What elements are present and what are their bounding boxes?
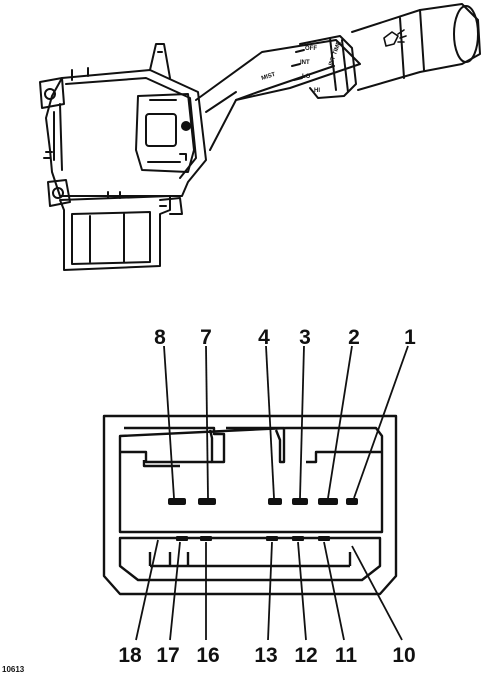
washer-icon xyxy=(383,29,407,47)
connector-face xyxy=(102,414,398,596)
pin-label-13: 13 xyxy=(254,644,277,667)
switch-face-panel xyxy=(135,93,195,173)
top-pin-labels: 8 7 4 3 2 1 xyxy=(154,326,416,349)
label-hi: HI xyxy=(314,88,320,94)
label-off: OFF xyxy=(305,46,317,52)
figure-code: 10613 xyxy=(2,665,25,674)
pin-contact-3 xyxy=(292,498,308,505)
pin-label-16: 16 xyxy=(196,644,219,667)
pin-label-1: 1 xyxy=(404,326,416,349)
mounting-ear-top xyxy=(39,77,65,109)
pin-contact-7 xyxy=(198,498,216,505)
pin-contact-13 xyxy=(266,536,278,541)
connector-lower-lip xyxy=(118,536,382,582)
pin-contact-2 xyxy=(318,498,338,505)
pin-label-4: 4 xyxy=(258,326,270,349)
pin-label-3: 3 xyxy=(299,326,311,349)
pin-contacts xyxy=(168,498,358,541)
pin-label-18: 18 xyxy=(118,644,142,667)
pin-contact-17 xyxy=(176,536,188,541)
pin-contact-16 xyxy=(200,536,212,541)
pin-label-7: 7 xyxy=(200,326,212,349)
pin-label-11: 11 xyxy=(335,644,358,667)
combination-switch-illustration xyxy=(39,3,481,271)
connector-outer-body xyxy=(102,414,398,596)
pin-leader-lines xyxy=(135,345,409,641)
label-lo: LO xyxy=(302,74,311,80)
label-int: INT xyxy=(300,60,310,66)
bottom-pin-labels: 18 17 16 13 12 11 10 xyxy=(118,644,415,667)
pin-contact-1 xyxy=(346,498,358,505)
mounting-ear-bottom xyxy=(47,179,71,207)
pin-label-2: 2 xyxy=(348,326,360,349)
pin-label-17: 17 xyxy=(156,644,179,667)
pin-contact-12 xyxy=(292,536,304,541)
connector-cavity xyxy=(118,426,384,534)
pin-label-10: 10 xyxy=(392,644,415,667)
pin-contact-11 xyxy=(318,536,330,541)
pin-contact-4 xyxy=(268,498,282,505)
lever-knob xyxy=(351,3,481,91)
connector-housing xyxy=(59,195,171,271)
pin-label-12: 12 xyxy=(294,644,317,667)
pin-contact-8 xyxy=(168,498,186,505)
label-mist: MIST xyxy=(261,72,277,82)
pin-label-8: 8 xyxy=(154,326,166,349)
